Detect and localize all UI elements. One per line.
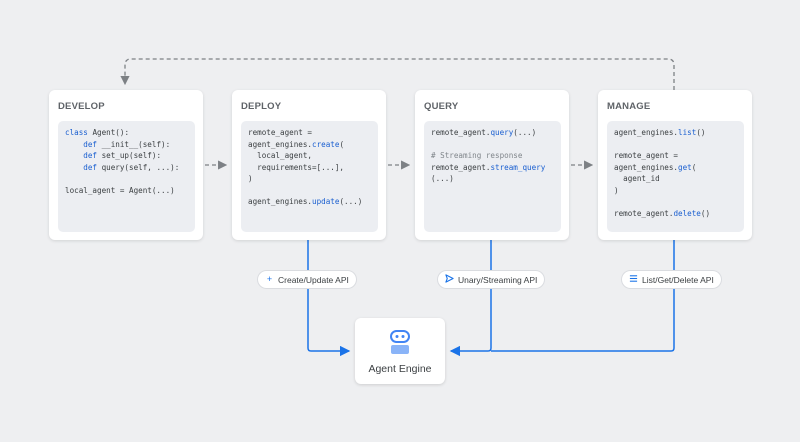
code-line: def __init__(self): [65, 139, 195, 151]
unary-streaming-api-badge: Unary/Streaming API [438, 271, 545, 288]
code-line: agent_engines.create( [248, 139, 378, 151]
code-line [65, 173, 195, 185]
code-token: remote_agent. [614, 208, 674, 218]
code-token: ) [248, 174, 253, 183]
query-api-line [449, 240, 492, 357]
code-token: local_agent = Agent(...) [65, 185, 175, 195]
code-line: # Streaming response [431, 150, 561, 162]
code-line: agent_id [614, 173, 744, 185]
code-line: agent_engines.list() [614, 127, 744, 139]
code-token: query(self, ...): [101, 162, 180, 172]
code-token: ) [614, 185, 619, 195]
code-line [614, 139, 744, 151]
code-line: class Agent(): [65, 127, 195, 139]
manage-api-line [491, 240, 675, 352]
code-line: agent_engines.get( [614, 162, 744, 174]
code-token: (...) [431, 174, 454, 183]
agent-engine-box: Agent Engine [355, 318, 445, 384]
list-icon [629, 274, 638, 285]
code-token: (...) [513, 128, 537, 137]
code-line: remote_agent = [248, 127, 378, 139]
code-token: agent_id [614, 174, 660, 183]
code-token: query [490, 128, 514, 137]
code-line: remote_agent.query(...) [431, 127, 561, 139]
code-token: class [65, 128, 93, 137]
code-token: set_up(self): [101, 151, 162, 160]
code-token: requirements=[...], [248, 162, 345, 172]
code-token: Agent(): [92, 128, 130, 137]
code-token: local_agent, [248, 151, 313, 160]
manage-card: MANAGE agent_engines.list()remote_agent … [598, 90, 752, 240]
deploy-code-block: remote_agent =agent_engines.create( loca… [241, 121, 378, 232]
query-card: QUERY remote_agent.query(...)# Streaming… [415, 90, 569, 240]
develop-card: DEVELOP class Agent(): def __init__(self… [49, 90, 203, 240]
code-token: agent_engines. [614, 162, 679, 172]
develop-title: DEVELOP [58, 101, 105, 112]
code-token: get [678, 162, 692, 172]
code-token: def [65, 151, 102, 160]
code-token: list [678, 128, 697, 137]
code-token: agent_engines. [248, 197, 313, 206]
code-token: ( [339, 139, 345, 149]
code-token: update [312, 197, 340, 206]
code-token: remote_agent = [614, 151, 679, 160]
code-line: remote_agent.stream_query [431, 162, 561, 174]
code-line: (...) [431, 173, 561, 185]
manage-title: MANAGE [607, 101, 651, 112]
manage-code-block: agent_engines.list()remote_agent =agent_… [607, 121, 744, 232]
code-token: __init__(self): [101, 139, 171, 149]
code-token: agent_engines. [248, 139, 313, 149]
deploy-title: DEPLOY [241, 101, 282, 112]
code-line: def query(self, ...): [65, 162, 195, 174]
code-line: agent_engines.update(...) [248, 196, 378, 208]
code-line: local_agent = Agent(...) [65, 185, 195, 197]
query-code-block: remote_agent.query(...)# Streaming respo… [424, 121, 561, 232]
create-update-api-label: Create/Update API [278, 274, 349, 285]
code-token: stream_query [490, 162, 546, 172]
create-update-api-badge: + Create/Update API [258, 271, 356, 288]
code-line: def set_up(self): [65, 150, 195, 162]
code-token: # Streaming response [431, 151, 523, 160]
query-title: QUERY [424, 101, 459, 112]
code-line: ) [614, 185, 744, 197]
code-line [614, 196, 744, 208]
code-line: ) [248, 173, 378, 185]
plus-icon: + [266, 274, 273, 284]
code-line: requirements=[...], [248, 162, 378, 174]
feedback-loop-arrow [120, 58, 675, 90]
code-line: local_agent, [248, 150, 378, 162]
code-token: remote_agent. [431, 162, 491, 172]
unary-streaming-api-label: Unary/Streaming API [458, 274, 538, 285]
agent-engine-icon [389, 330, 411, 361]
list-get-delete-api-label: List/Get/Delete API [642, 274, 714, 285]
code-token: () [700, 208, 711, 218]
code-token: () [696, 128, 706, 137]
code-line [431, 139, 561, 151]
code-line: remote_agent = [614, 150, 744, 162]
send-icon [445, 274, 454, 285]
code-token: create [312, 139, 340, 149]
code-token: (...) [339, 197, 363, 206]
code-token: def [65, 139, 102, 149]
list-get-delete-api-badge: List/Get/Delete API [622, 271, 721, 288]
code-line: remote_agent.delete() [614, 208, 744, 220]
code-line [248, 185, 378, 197]
code-token: ( [691, 162, 697, 172]
code-token: delete [673, 208, 701, 218]
deploy-card: DEPLOY remote_agent =agent_engines.creat… [232, 90, 386, 240]
agent-engine-label: Agent Engine [368, 363, 432, 375]
deploy-api-line [307, 240, 351, 357]
code-token: remote_agent = [248, 128, 313, 137]
code-token: remote_agent. [431, 128, 491, 137]
code-token: def [65, 162, 102, 172]
develop-code-block: class Agent(): def __init__(self): def s… [58, 121, 195, 232]
code-token: agent_engines. [614, 128, 679, 137]
